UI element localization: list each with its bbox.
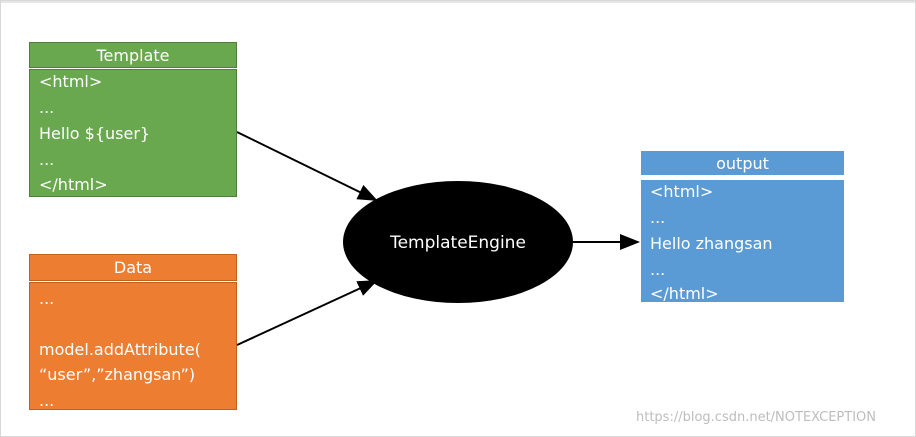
template-line: ... <box>39 150 55 169</box>
output-line: </html> <box>650 284 719 303</box>
data-box-title: Data <box>29 254 237 281</box>
data-line: ... <box>39 289 55 308</box>
template-line: </html> <box>39 175 108 194</box>
data-line: model.addAttribute( <box>39 340 201 359</box>
output-line: ... <box>650 208 666 227</box>
template-box-title: Template <box>29 42 237 68</box>
arrow-data-to-engine <box>236 280 378 346</box>
template-line: <html> <box>39 72 103 91</box>
arrow-template-to-engine <box>236 131 378 201</box>
template-engine-label: TemplateEngine <box>390 233 526 253</box>
data-line: “user”,”zhangsan”) <box>39 365 196 384</box>
template-line: Hello ${user} <box>39 124 151 143</box>
template-line: ... <box>39 98 55 117</box>
data-line: ... <box>39 391 55 410</box>
output-line: ... <box>650 260 666 279</box>
template-box-body: <html> ... Hello ${user} ... </html> <box>29 69 237 197</box>
output-box-body: <html> ... Hello zhangsan ... </html> <box>640 179 845 303</box>
output-box-title: output <box>640 150 845 176</box>
output-line: Hello zhangsan <box>650 234 773 253</box>
template-engine-node <box>343 181 573 303</box>
watermark: https://blog.csdn.net/NOTEXCEPTION <box>636 410 876 425</box>
output-line: <html> <box>650 182 714 201</box>
data-box-body: ... model.addAttribute( “user”,”zhangsan… <box>29 282 237 410</box>
